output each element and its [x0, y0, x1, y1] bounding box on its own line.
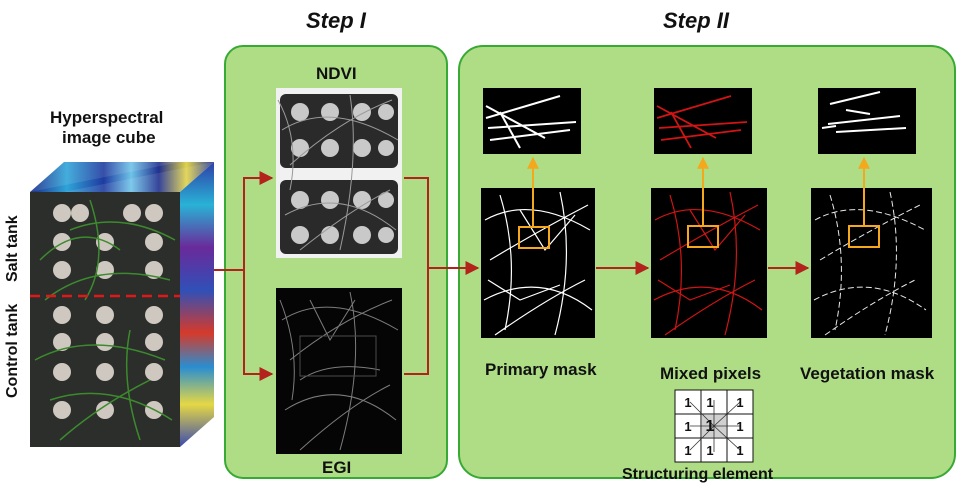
- grid-cell-1: 1: [706, 395, 713, 410]
- egi-label: EGI: [322, 458, 352, 477]
- grid-cell-5: 1: [736, 419, 743, 434]
- cube-leaves: [34, 199, 176, 441]
- egi-image: [276, 288, 402, 454]
- grid-cell-4: 1: [706, 418, 715, 435]
- hyperspectral-cube: [30, 162, 214, 447]
- grid-cell-8: 1: [736, 443, 743, 458]
- mixed-zoom-image: [654, 88, 752, 154]
- control-tank-label: Control tank: [4, 303, 21, 398]
- grid-cell-7: 1: [706, 443, 713, 458]
- grid-cell-0: 1: [684, 395, 691, 410]
- ndvi-image: [276, 88, 402, 258]
- primary-zoom-image: [483, 88, 581, 154]
- structuring-element-label: Structuring element: [622, 466, 774, 483]
- vegetation-zoom-image: [818, 88, 916, 154]
- cube-title-line2: image cube: [62, 128, 156, 147]
- salt-tank-label: Salt tank: [4, 215, 21, 282]
- primary-mask-label: Primary mask: [485, 360, 597, 379]
- mixed-pixels-label: Mixed pixels: [660, 364, 762, 383]
- step2-title: Step II: [663, 8, 730, 33]
- vegetation-mask-image: [811, 188, 932, 338]
- primary-mask-image: [481, 188, 595, 338]
- grid-cell-2: 1: [736, 395, 743, 410]
- cube-title-line1: Hyperspectral: [50, 108, 164, 127]
- step1-title: Step I: [306, 8, 366, 33]
- mixed-pixels-image: [651, 188, 767, 338]
- ndvi-label: NDVI: [316, 64, 357, 83]
- vegetation-mask-label: Vegetation mask: [800, 364, 935, 383]
- grid-cell-3: 1: [684, 419, 691, 434]
- grid-cell-6: 1: [684, 443, 691, 458]
- flow-arrows: [214, 171, 810, 381]
